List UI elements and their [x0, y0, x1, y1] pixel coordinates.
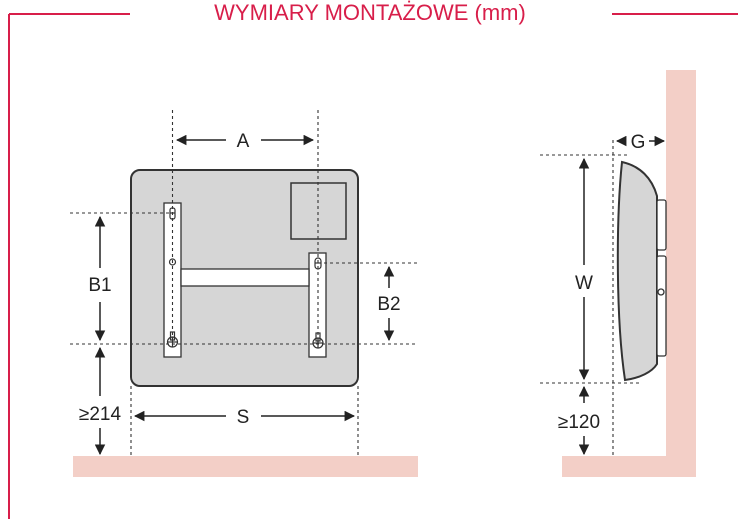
side-view: G W ≥120 [540, 70, 696, 477]
bracket-crossbar [180, 268, 310, 287]
front-view: A B1 ≥214 B2 S [70, 110, 418, 477]
guide-lines-front [70, 110, 418, 456]
guide-lines-side [540, 140, 640, 456]
dim-floor-front-label: ≥214 [79, 404, 122, 425]
dim-s-label: S [237, 407, 250, 428]
dim-b1-label: B1 [88, 275, 111, 296]
dim-floor-side-label: ≥120 [558, 412, 600, 433]
dim-w-label: W [575, 273, 593, 294]
frame [8, 13, 738, 519]
page-title: WYMIARY MONTAŻOWE (mm) [214, 0, 526, 25]
screw-hole-left-mid [168, 258, 177, 266]
wall-side [666, 70, 696, 477]
dim-g-label: G [631, 132, 646, 153]
side-brackets [656, 199, 667, 357]
dim-b2-label: B2 [377, 294, 400, 315]
floor-front [73, 456, 418, 477]
control-box [290, 182, 347, 240]
floor-side [562, 456, 696, 477]
heater-side-profile [616, 160, 658, 382]
dim-a-label: A [237, 131, 250, 152]
